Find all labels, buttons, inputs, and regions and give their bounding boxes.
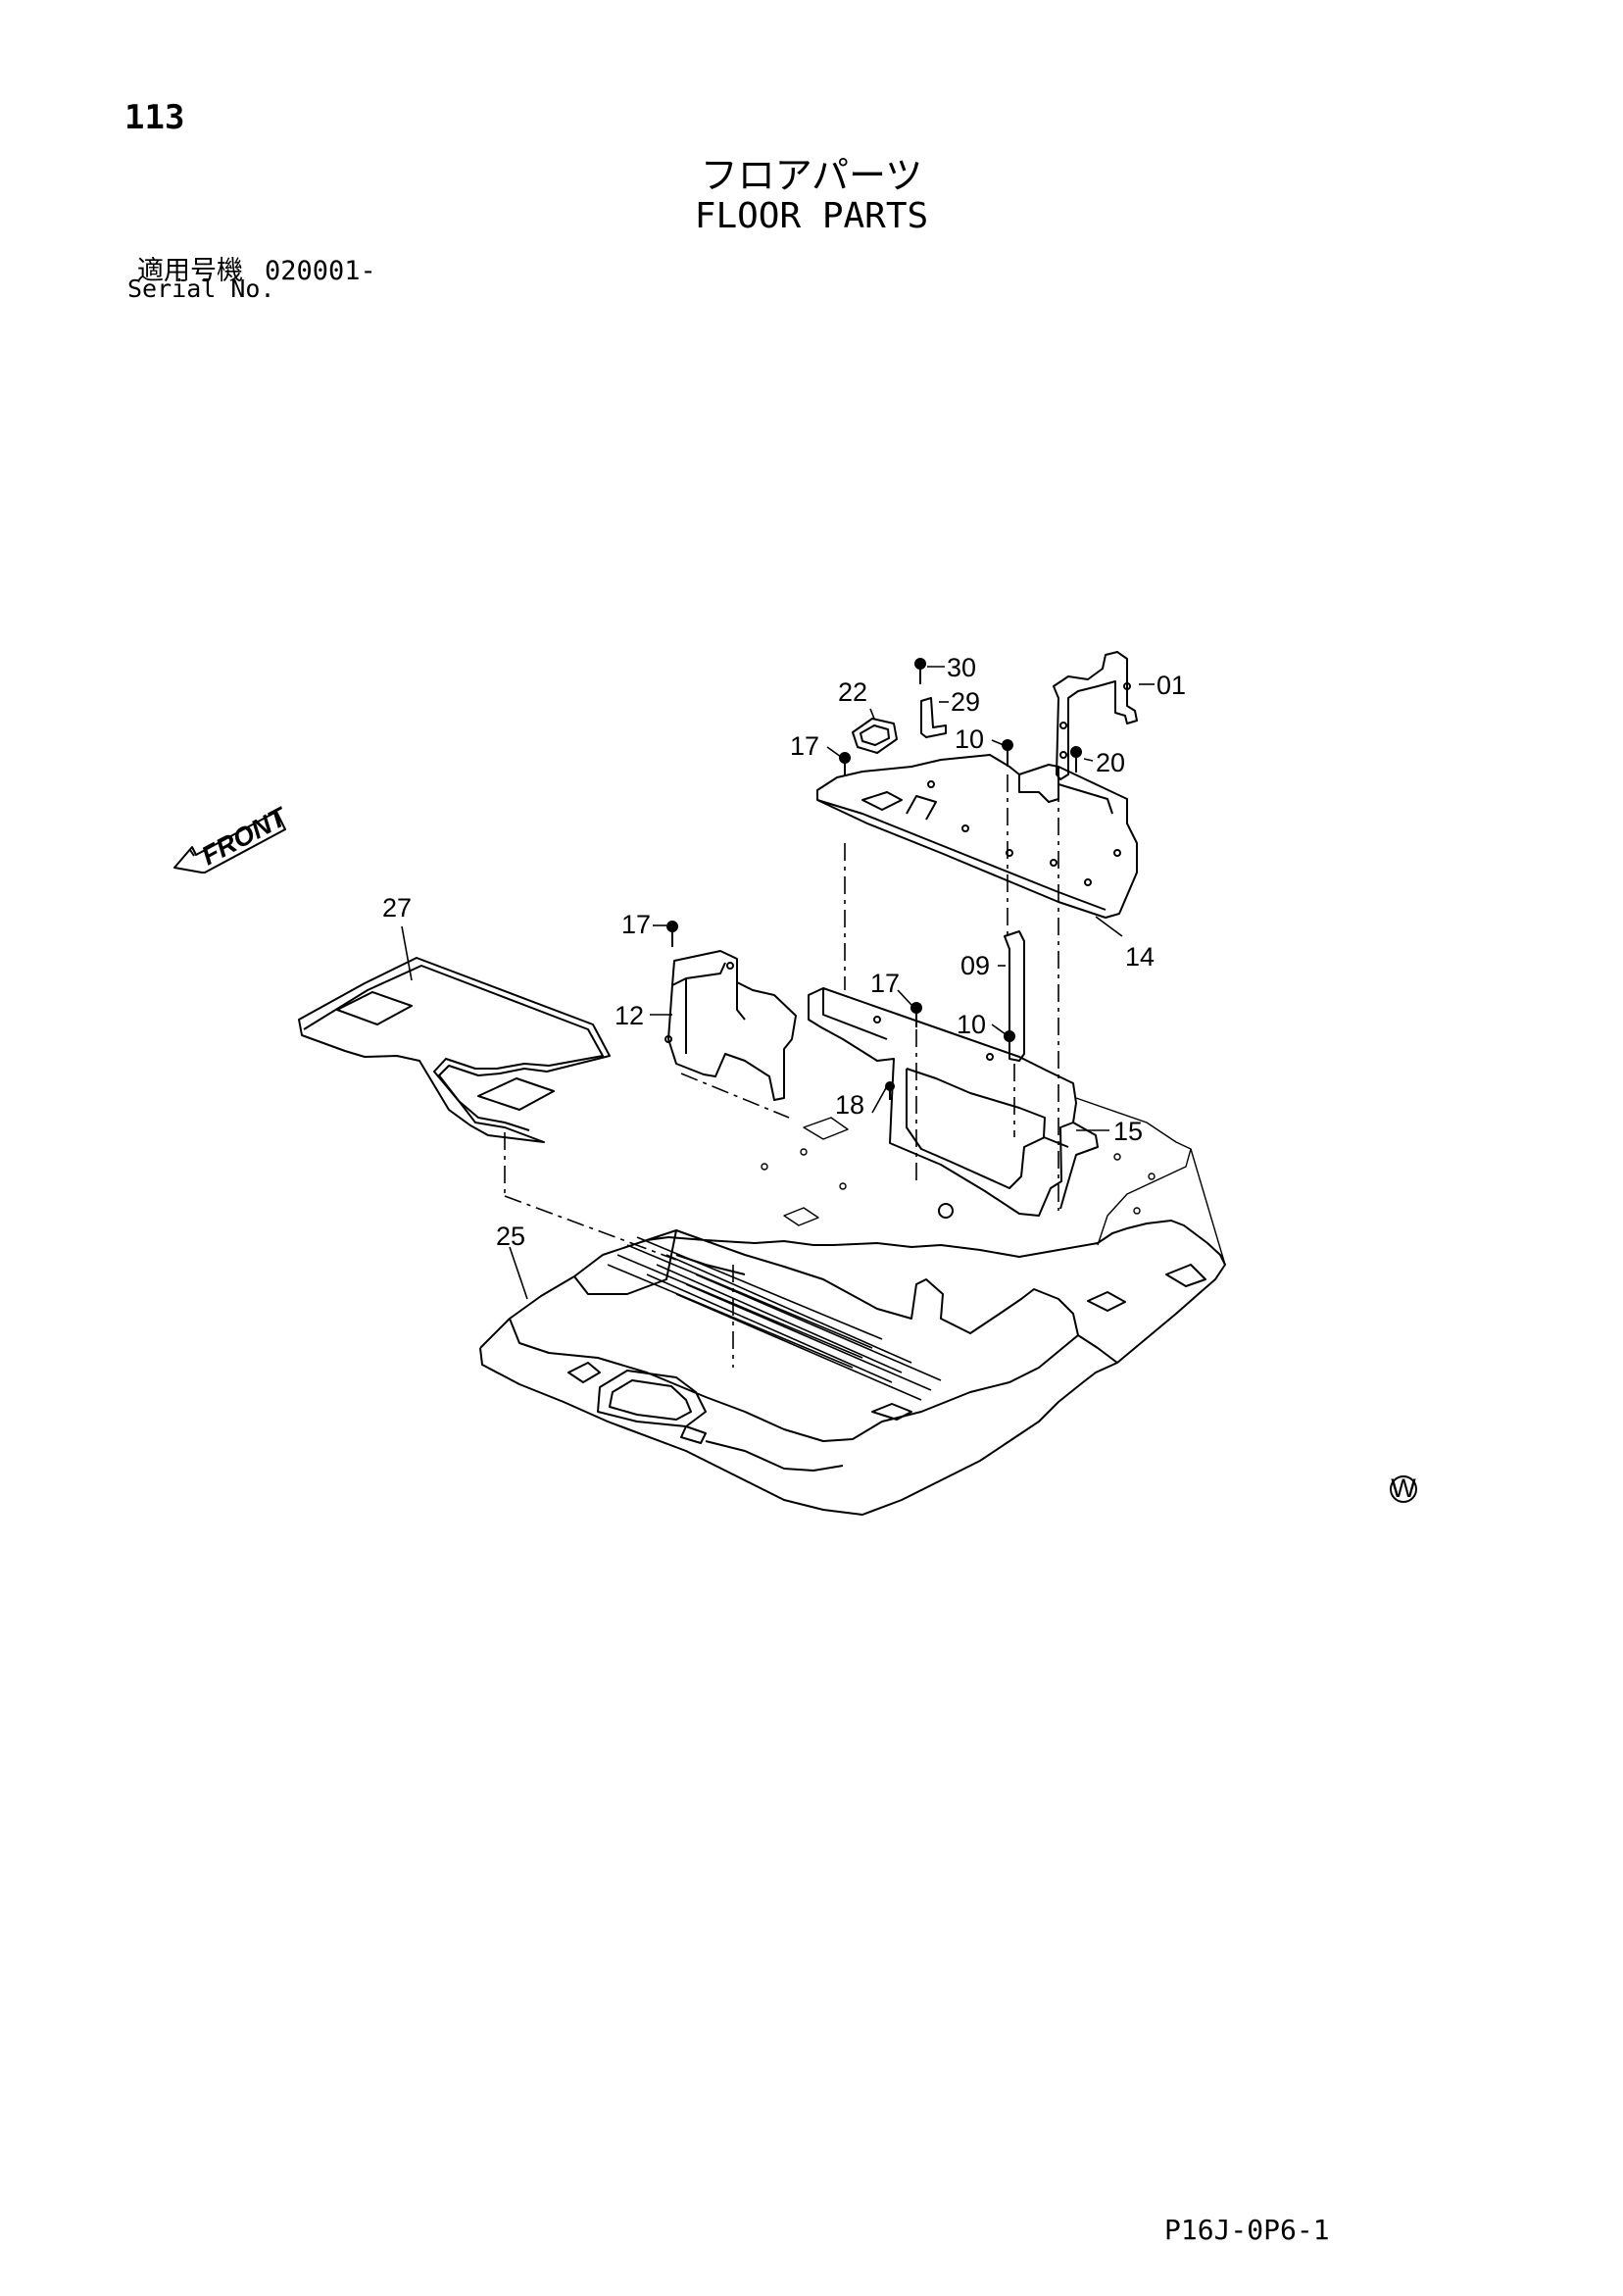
serial-row: 適用号機 020001-: [137, 249, 376, 287]
callout-label: 17: [621, 910, 651, 939]
callout-label: 25: [496, 1222, 525, 1251]
part-25-floor-base: [479, 1220, 1226, 1516]
page-title: FLOOR PARTS: [694, 196, 929, 236]
part-01-bracket: [1053, 651, 1138, 780]
callout-label: 10: [955, 724, 984, 754]
callout-label: 01: [1156, 671, 1186, 700]
assembly-guide-lines: [504, 774, 1059, 1368]
callout-label: 17: [870, 969, 900, 998]
part-29-bracket: [920, 697, 947, 738]
part-14-floor-plate: [816, 754, 1138, 919]
serial-label-japanese: 適用号機: [137, 256, 243, 286]
front-arrow-icon: [173, 811, 286, 873]
callout-leader-lines: [401, 666, 1155, 1300]
part-12-side-panel: [664, 950, 797, 1101]
mark-circle: [1390, 1475, 1417, 1503]
part-15-frame: [808, 987, 1099, 1219]
callout-label: 12: [615, 1001, 644, 1030]
serial-value: 020001-: [265, 256, 376, 286]
part-09-bracket: [1004, 930, 1025, 1062]
part-22-grommet: [852, 718, 898, 754]
callout-label: 29: [951, 687, 980, 717]
callout-label: 27: [382, 893, 412, 923]
bolt-icons: [666, 658, 1082, 1100]
callout-label: 14: [1125, 942, 1155, 972]
front-arrow-label: FRONT: [197, 801, 293, 871]
base-plate-outline: [761, 1097, 1226, 1266]
callout-label: 17: [790, 731, 819, 761]
page-number: 113: [124, 98, 185, 137]
drawing-code: P16J-0P6-1: [1164, 2214, 1330, 2246]
callout-label: 18: [835, 1090, 864, 1120]
callout-label: 20: [1096, 748, 1125, 777]
serial-label: Serial No.: [127, 275, 275, 303]
callout-label: 15: [1113, 1117, 1143, 1146]
callout-label: 10: [957, 1010, 986, 1039]
page-title-japanese: フロアパーツ: [700, 154, 923, 197]
callout-label: 30: [947, 653, 976, 682]
callout-label: 22: [838, 677, 867, 707]
callout-label: 09: [960, 951, 990, 980]
mark-symbol: W: [1391, 1473, 1416, 1503]
part-27-floor-mat: [298, 957, 611, 1143]
